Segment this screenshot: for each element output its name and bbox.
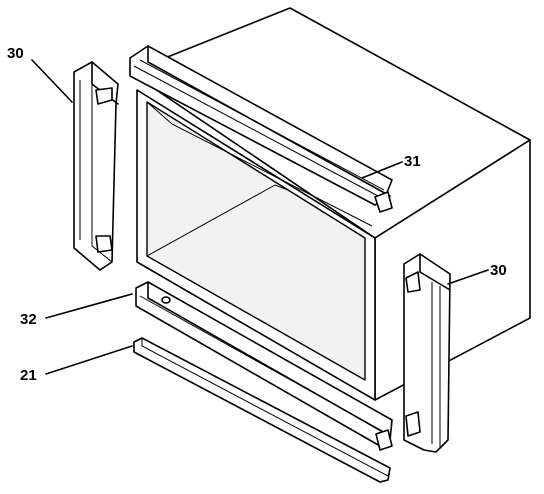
left-trim-part [73,61,119,271]
cabinet-inner-edge-top [146,101,373,227]
cabinet-box [129,7,531,401]
leader-base-strip [45,345,133,375]
callout-right-trim: 30 [490,262,507,279]
leader-bottom-trim [45,293,133,319]
leader-left-trim [31,59,73,103]
callout-left-trim: 30 [7,45,24,62]
base-strip-part [133,337,391,483]
callout-top-trim: 31 [404,153,421,170]
bottom-trim-part [135,281,393,451]
leader-top-trim [361,161,403,179]
leader-right-trim [447,269,489,285]
cabinet-inner-edge-floor [146,184,289,257]
callout-labels: 30 31 32 21 30 [7,45,507,384]
callout-bottom-trim: 32 [20,311,37,328]
callout-base-strip: 21 [20,367,37,384]
right-trim-part [403,253,451,453]
leader-lines [31,59,489,375]
top-trim-part [129,45,393,213]
